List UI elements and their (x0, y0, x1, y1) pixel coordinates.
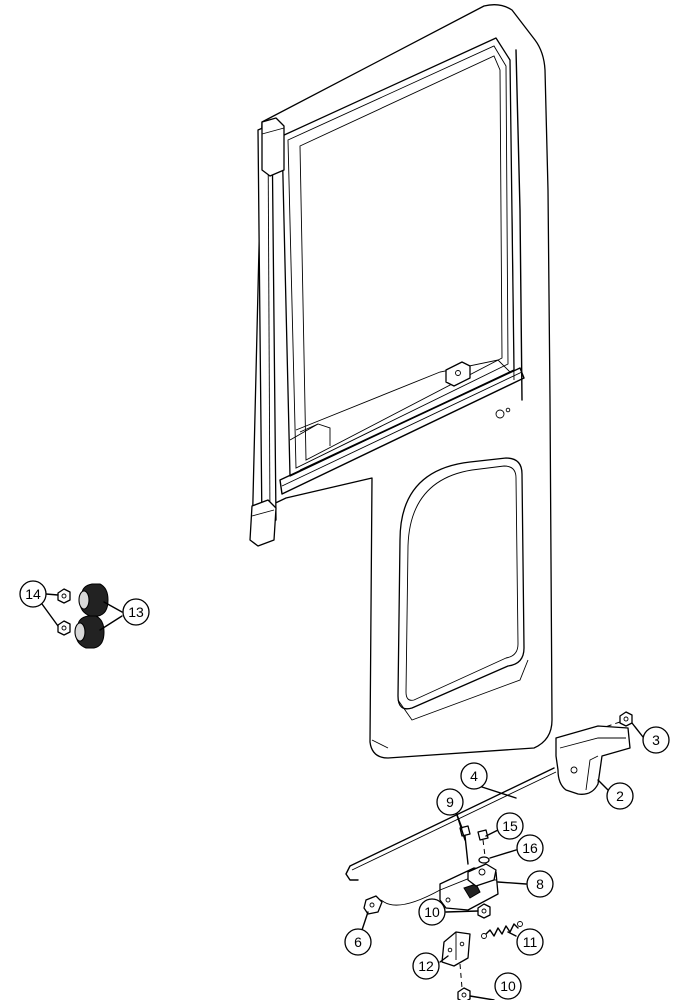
svg-text:13: 13 (128, 604, 144, 620)
nut-10-upper (477, 903, 491, 919)
upper-hinge (261, 117, 285, 177)
svg-text:3: 3 (652, 732, 660, 748)
svg-text:8: 8 (536, 876, 544, 892)
bracket-2 (555, 725, 631, 795)
callout-14: 14 (19, 580, 47, 608)
svg-text:14: 14 (25, 586, 41, 602)
callout-3: 3 (642, 726, 670, 754)
spring-11 (485, 923, 519, 937)
callout-9: 9 (436, 788, 464, 816)
svg-text:16: 16 (522, 840, 538, 856)
washer-16 (478, 856, 490, 864)
svg-text:11: 11 (523, 934, 538, 950)
handle-hole (495, 409, 505, 419)
callout-6: 6 (344, 928, 372, 956)
bumper-group (57, 583, 109, 649)
window-latch (445, 361, 471, 387)
callout-10-lower: 10 (494, 972, 522, 1000)
leader-lines (41, 593, 644, 1000)
nut-14-lower (57, 620, 71, 636)
svg-text:9: 9 (446, 794, 454, 810)
callout-8: 8 (526, 870, 554, 898)
callout-10-upper: 10 (418, 898, 446, 926)
svg-text:10: 10 (500, 978, 516, 994)
callout-12: 12 (412, 952, 440, 980)
svg-text:10: 10 (424, 904, 440, 920)
callout-4: 4 (460, 762, 488, 790)
clip-6 (363, 895, 383, 915)
callout-11: 11 (516, 928, 544, 956)
lower-window (397, 457, 525, 710)
nut-10-lower (457, 987, 471, 1000)
svg-text:4: 4 (470, 768, 478, 784)
window-sill (279, 367, 525, 495)
callout-16: 16 (516, 834, 544, 862)
callout-15: 15 (496, 812, 524, 840)
cab-door (249, 4, 553, 759)
svg-text:2: 2 (616, 788, 624, 804)
nut-3 (619, 711, 633, 727)
nut-14-upper (57, 588, 71, 604)
svg-text:15: 15 (502, 818, 518, 834)
rod-4 (345, 767, 555, 881)
svg-text:6: 6 (354, 934, 362, 950)
lower-hinge (249, 499, 277, 547)
latch-assembly (345, 711, 633, 1000)
callout-2: 2 (606, 782, 634, 810)
door-inner-edge (515, 49, 523, 401)
callout-13: 13 (122, 598, 150, 626)
screw-15 (477, 829, 489, 841)
callouts: 14 13 3 4 2 9 15 16 (19, 580, 670, 1000)
svg-text:12: 12 (418, 958, 434, 974)
